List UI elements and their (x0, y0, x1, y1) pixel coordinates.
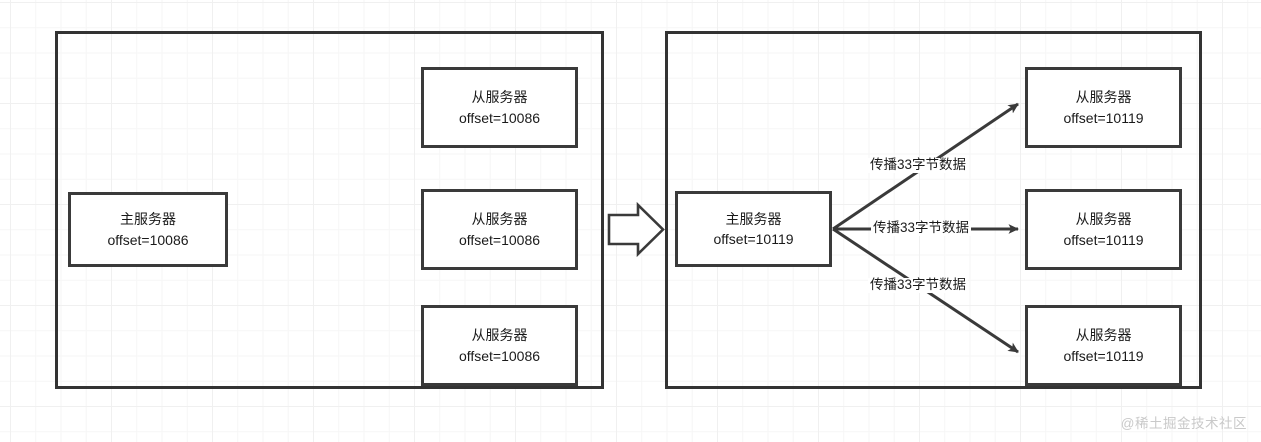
before-slave-3-title: 从服务器 (471, 327, 528, 344)
after-master-offset: offset=10119 (713, 231, 794, 247)
after-slave-3-offset: offset=10119 (1063, 347, 1144, 364)
watermark: @稀土掘金技术社区 (1120, 416, 1247, 431)
after-slave-server-node-2: 从服务器 offset=10119 (1025, 189, 1182, 270)
after-slave-2-title: 从服务器 (1075, 211, 1132, 228)
replication-label-3: 传播33字节数据 (868, 277, 969, 293)
before-master-offset: offset=10086 (107, 231, 189, 248)
before-slave-2-title: 从服务器 (471, 211, 528, 228)
before-slave-3-offset: offset=10086 (458, 347, 541, 364)
after-slave-1-title: 从服务器 (1075, 89, 1132, 106)
after-slave-2-offset: offset=10119 (1063, 231, 1144, 248)
after-slave-1-offset: offset=10119 (1063, 109, 1144, 126)
after-slave-server-node-3: 从服务器 offset=10119 (1025, 305, 1182, 386)
before-slave-2-offset: offset=10086 (458, 231, 541, 248)
after-slave-3-title: 从服务器 (1075, 327, 1132, 344)
replication-label-1: 传播33字节数据 (868, 157, 969, 173)
before-slave-server-node-2: 从服务器 offset=10086 (421, 189, 578, 270)
before-state-panel (55, 31, 604, 389)
before-slave-1-title: 从服务器 (471, 89, 528, 106)
after-master-title: 主服务器 (725, 210, 782, 227)
before-slave-server-node-1: 从服务器 offset=10086 (421, 67, 578, 148)
after-slave-server-node-1: 从服务器 offset=10119 (1025, 67, 1182, 148)
before-slave-server-node-3: 从服务器 offset=10086 (421, 305, 578, 386)
after-master-server-node: 主服务器 offset=10119 (675, 191, 832, 267)
before-slave-1-offset: offset=10086 (458, 109, 541, 126)
replication-label-2: 传播33字节数据 (871, 220, 972, 236)
after-state-panel (665, 31, 1202, 389)
before-master-server-node: 主服务器 offset=10086 (68, 192, 228, 267)
transition-block-arrow (607, 201, 665, 258)
before-master-title: 主服务器 (120, 211, 176, 228)
